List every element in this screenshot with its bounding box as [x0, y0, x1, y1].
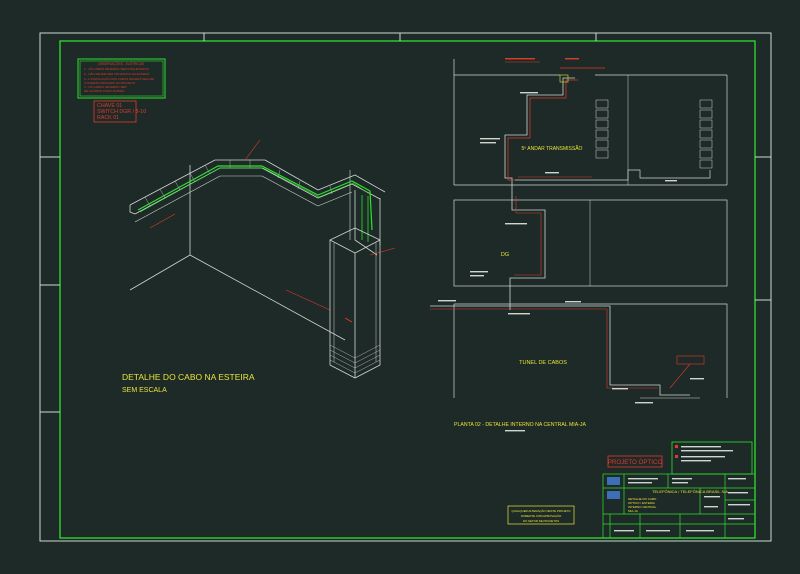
- projeto-label-box: [607, 455, 663, 468]
- title-block-line-2: OPTICO / ESTEIRA: [628, 501, 655, 505]
- notes-line-6: 4 - OS CABOS DEVERÃO SER: [84, 84, 127, 89]
- plan-room-dg: [453, 195, 728, 300]
- title-block-line-4: MIA-JA: [628, 509, 638, 513]
- room-dg-label: DG: [501, 252, 509, 258]
- plan-room-transmission: [453, 59, 728, 195]
- legend-box: [671, 441, 753, 475]
- notes-line-2: 1 - OS CABOS DEVERÃO SER ETIQUETADOS: [84, 66, 149, 71]
- cable-tray-isometric: [129, 139, 396, 379]
- notes-box: OBSERVAÇÕES - ELÉTRICAS 1 - OS CABOS DEV…: [77, 58, 166, 99]
- room-transmission-label: 5º ANDAR TRANSMISSÃO: [522, 145, 583, 152]
- rack-label-box: CHAVE 01 SWITCH DGR / 8-10 RACK 01: [93, 100, 146, 123]
- outer-frame: [39, 32, 772, 542]
- notes-line-5: O PADRÃO INDICADO NO PROJETO: [84, 80, 136, 85]
- drawing-border: [59, 40, 756, 539]
- title-block-line-1: DETALHE DO CABO: [628, 497, 657, 501]
- frame-ticks: [40, 33, 771, 413]
- rack-label-line-2: SWITCH DGR / 8-10: [97, 109, 146, 115]
- stamp-line-1: QUALQUER ALTERAÇÃO NESTE PROJETO: [511, 508, 571, 513]
- detail-subtitle: SEM ESCALA: [122, 387, 167, 394]
- title-block-logo: [607, 477, 620, 499]
- title-block-small-text: [614, 478, 750, 532]
- detail-title: DETALHE DO CABO NA ESTEIRA: [122, 372, 255, 382]
- stamp-line-3: DO SETOR DE PROJETOS: [523, 519, 559, 523]
- notes-line-7: DE ACORDO COM A NORMA: [84, 89, 124, 93]
- title-block-company: TELEFÔNICA / TELEFÔNICA BRASIL S/A: [652, 489, 728, 494]
- stamp-line-2: SOMENTE COM APROVAÇÃO: [521, 513, 562, 518]
- title-block-line-3: INTERNO CENTRAL: [628, 505, 657, 509]
- room-tunnel-label: TUNEL DE CABOS: [519, 360, 567, 366]
- notes-line-4: 3 - A INSTALAÇÃO DOS CABOS DEVERÁ SEGUIR: [84, 76, 155, 81]
- projeto-label: PROJETO ÓPTICO: [608, 459, 663, 466]
- rack-label-line-3: RACK 01: [97, 115, 119, 121]
- plan-caption: PLANTA 02 - DETALHE INTERNO NA CENTRAL M…: [454, 422, 586, 428]
- title-block: [602, 473, 756, 539]
- notes-line-3: 2 - NÃO DEVEM SER CRUZADOS NA ESTEIRA: [84, 71, 150, 76]
- notes-line-1: OBSERVAÇÕES - ELÉTRICAS: [98, 61, 145, 66]
- approval-stamp: QUALQUER ALTERAÇÃO NESTE PROJETO SOMENTE…: [507, 505, 575, 525]
- plan-cable-tunnel: [430, 300, 728, 399]
- rack-label-line-1: CHAVE 01: [97, 103, 122, 109]
- plan-small-annotations: [438, 58, 704, 432]
